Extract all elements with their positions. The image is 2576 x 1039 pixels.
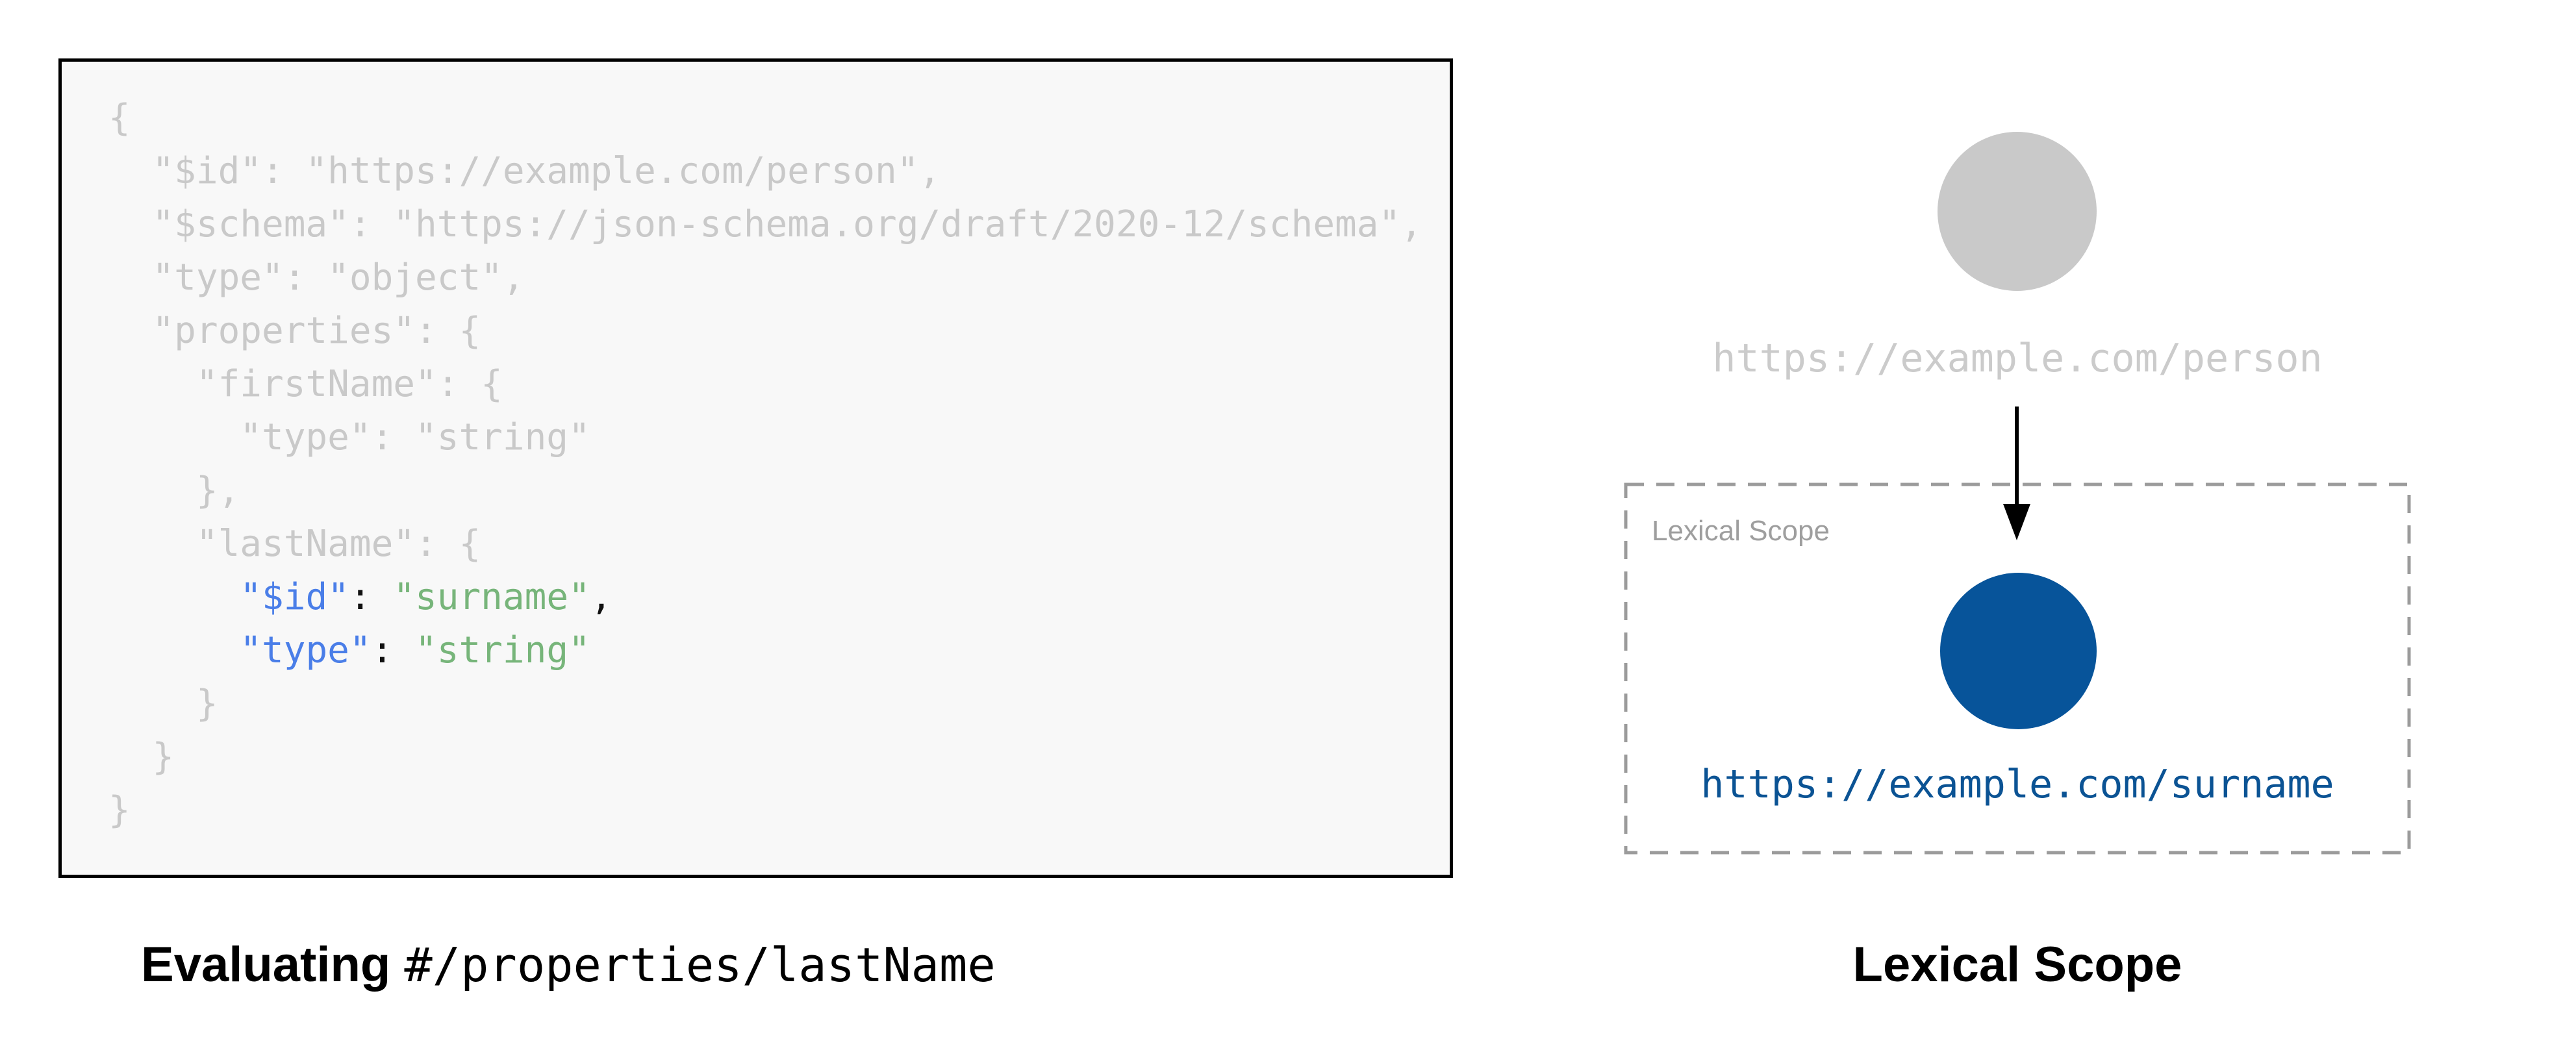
code-line: } <box>108 682 218 725</box>
lexical-scope-caption: Lexical Scope <box>1852 937 2182 992</box>
lexical-scope-label: Lexical Scope <box>1652 515 1830 547</box>
evaluating-caption: Evaluating #/properties/lastName <box>141 934 996 996</box>
code-line: "$id": "surname", <box>240 576 612 618</box>
code-line: "properties": { <box>108 310 481 352</box>
code-line: } <box>108 789 131 831</box>
surname-schema-node-circle <box>1940 573 2097 729</box>
json-pointer-text: #/properties/lastName <box>404 938 996 992</box>
code-line: { <box>108 97 131 139</box>
code-line: "$schema": "https://json-schema.org/draf… <box>108 203 1422 245</box>
evaluating-label: Evaluating <box>141 937 405 992</box>
code-line: } <box>108 736 175 778</box>
lexical-scope-box <box>1624 482 2411 855</box>
surname-schema-uri: https://example.com/surname <box>1700 762 2334 807</box>
arrow-down-icon <box>2003 407 2030 540</box>
code-line: "type": "string" <box>240 629 590 671</box>
code-line: "type": "object", <box>108 257 525 299</box>
code-lines: { "$id": "https://example.com/person", "… <box>62 62 1450 837</box>
code-line: "lastName": { <box>108 523 481 565</box>
code-line: "type": "string" <box>108 416 590 458</box>
root-schema-uri: https://example.com/person <box>1712 336 2323 381</box>
code-line: "$id": "https://example.com/person", <box>108 150 941 192</box>
code-line: "firstName": { <box>108 363 503 405</box>
json-schema-code-panel: { "$id": "https://example.com/person", "… <box>58 58 1453 878</box>
root-schema-node-circle <box>1938 132 2097 291</box>
code-line: }, <box>108 469 240 512</box>
